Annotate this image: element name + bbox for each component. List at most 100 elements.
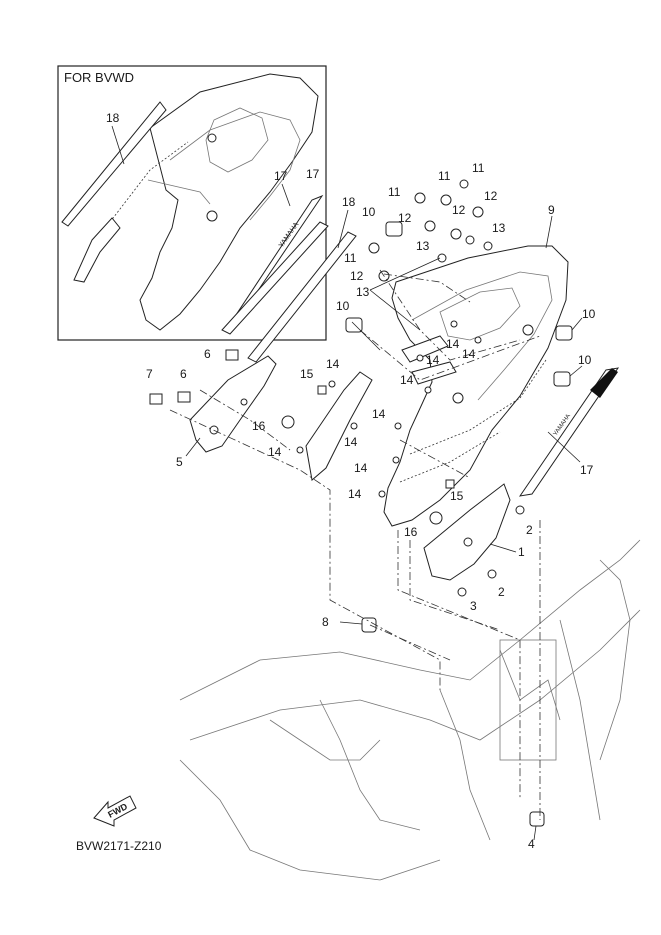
screw-11-c xyxy=(440,194,452,206)
screw-11-a xyxy=(414,192,426,204)
leader-13-tri-a xyxy=(369,257,441,291)
callout-14-e: 14 xyxy=(400,373,414,387)
leader-1 xyxy=(489,543,517,553)
callout-16-a: 16 xyxy=(252,419,266,433)
leader-17-main xyxy=(547,431,581,463)
graphic-18-assembly xyxy=(221,221,357,363)
callout-12-b: 12 xyxy=(398,211,412,225)
inset-side-bracket xyxy=(73,217,121,283)
damper-16-b xyxy=(429,511,443,525)
inset-grab-rail xyxy=(147,179,211,205)
fasteners xyxy=(149,179,573,827)
callout-14-h: 14 xyxy=(268,445,282,459)
washer-13-a xyxy=(437,253,447,263)
bolt-7 xyxy=(149,393,163,405)
callout-10-a: 10 xyxy=(362,205,376,219)
bolt-14-e xyxy=(474,336,482,344)
grommet-12-a xyxy=(424,220,436,232)
callout-17-main: 17 xyxy=(580,463,594,477)
callout-16-b: 16 xyxy=(404,525,418,539)
callout-11-b: 11 xyxy=(438,169,451,183)
bracket-5-hole-2 xyxy=(240,398,248,406)
frame-lower-curve xyxy=(179,759,441,881)
inset-mount-hole-2 xyxy=(207,133,217,143)
callout-2-b: 2 xyxy=(498,585,505,599)
leader-5 xyxy=(185,437,201,457)
bolt-3 xyxy=(457,587,467,597)
callout-18: 18 xyxy=(342,195,356,209)
leader-4 xyxy=(533,825,537,841)
left-side-cover xyxy=(305,371,373,481)
cowl-dotted-seam-2 xyxy=(399,431,501,483)
callout-14-f: 14 xyxy=(372,407,386,421)
cowl-mount-hole-left xyxy=(452,392,464,404)
bolt-14-b xyxy=(328,380,336,388)
frame-right-edge xyxy=(599,559,631,761)
frame-downtube xyxy=(439,689,491,841)
callout-15-a: 15 xyxy=(300,367,314,381)
inset-mount-hole xyxy=(206,210,218,222)
motorcycle-frame xyxy=(179,539,641,881)
bracket-1 xyxy=(423,483,511,581)
bolt-6-b xyxy=(177,391,191,403)
bolt-14-c xyxy=(350,422,358,430)
frame-rear-stay xyxy=(559,619,601,821)
callout-12-a: 12 xyxy=(484,189,498,203)
callout-13-a: 13 xyxy=(492,221,506,235)
bolt-14-f xyxy=(416,354,424,362)
callout-14-c: 14 xyxy=(462,347,476,361)
callout-1: 1 xyxy=(518,545,525,559)
leader-13-tri-b xyxy=(369,289,421,331)
callout-12-c: 12 xyxy=(452,203,466,217)
damper-16-a xyxy=(281,415,295,429)
leader-17-inset xyxy=(281,183,291,207)
callout-14-b: 14 xyxy=(446,337,460,351)
callout-13-c: 13 xyxy=(356,285,370,299)
cowl-dotted-seam xyxy=(409,359,547,455)
callout-4: 4 xyxy=(528,837,535,851)
assembly-line-1 xyxy=(169,409,441,690)
leader-10-b xyxy=(351,321,381,351)
clip-15-a xyxy=(317,385,327,395)
callout-9: 9 xyxy=(548,203,555,217)
bolt-14-i xyxy=(392,456,400,464)
grommet-12-b xyxy=(450,228,462,240)
leader-18-main xyxy=(337,209,349,249)
seat-cowl-ridge-line xyxy=(411,271,553,401)
seat-cowl-opening xyxy=(439,287,521,341)
graphic-17 xyxy=(518,367,620,497)
callout-11-a: 11 xyxy=(472,161,485,175)
callout-labels: 17 18 9 11 11 11 11 12 12 12 12 13 13 13… xyxy=(146,161,596,851)
inset-dotted-edge xyxy=(109,141,189,223)
grommet-12-c xyxy=(472,206,484,218)
callout-13-b: 13 xyxy=(416,239,430,253)
graphic-17-dark-corner xyxy=(590,368,618,398)
frame-lower-rail xyxy=(189,609,641,741)
screw-11-d xyxy=(368,242,380,254)
frame-upper-rail xyxy=(179,539,641,701)
leader-18-inset xyxy=(111,125,125,165)
callout-14-i: 14 xyxy=(354,461,368,475)
callout-6-a: 6 xyxy=(204,347,211,361)
graphic-18-upper xyxy=(221,221,329,335)
inset-graphic-18 xyxy=(61,101,167,227)
assembly-lines xyxy=(169,269,541,820)
callout-10-d: 10 xyxy=(578,353,592,367)
callout-17: 17 xyxy=(306,167,320,181)
fwd-arrow-icon xyxy=(93,795,137,827)
callout-5: 5 xyxy=(176,455,183,469)
bolt-2-b xyxy=(487,569,497,579)
bracket-5-assembly xyxy=(189,355,277,453)
frame-mid-curve xyxy=(319,699,421,831)
assembly-line-4 xyxy=(409,540,501,631)
bolt-14-j xyxy=(378,490,386,498)
bracket-1-hole xyxy=(463,537,473,547)
leader-10-d xyxy=(569,365,583,377)
inset-cowl-opening xyxy=(205,107,269,173)
callout-18-inset: 18 xyxy=(106,111,120,125)
callout-2-a: 2 xyxy=(526,523,533,537)
assembly-line-5 xyxy=(369,624,451,661)
callout-14-d: 14 xyxy=(426,353,440,367)
